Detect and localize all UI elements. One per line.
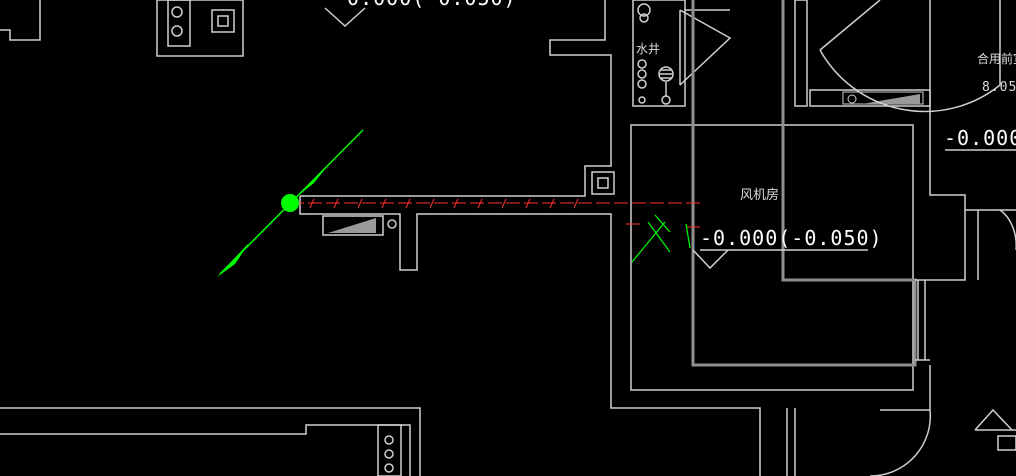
- label-elevation-right: -0.000: [944, 126, 1016, 150]
- elevation-marker-top: [324, 7, 366, 28]
- label-fan-room: 风机房: [740, 188, 780, 203]
- door-swing-shaft: [679, 9, 732, 86]
- elevation-marker-right: [945, 149, 1016, 451]
- window-symbol-right: [842, 91, 924, 105]
- break-line-symbol: [631, 214, 691, 263]
- label-elevation-top: -0.000(-0.050): [334, 0, 517, 10]
- selection-grip[interactable]: [217, 129, 364, 277]
- fan-room-outline: [630, 0, 931, 391]
- label-water-shaft: 水井: [636, 42, 661, 56]
- water-shaft: [632, 0, 686, 107]
- dimension-line: [290, 198, 700, 228]
- label-level-small: 8.05: [982, 80, 1016, 95]
- door-arc-top-right: [819, 0, 1001, 113]
- bottom-left-walls: [0, 407, 421, 476]
- main-wall-outline: [299, 0, 761, 476]
- window-symbol-left: [322, 215, 384, 236]
- label-elevation-main: -0.000(-0.050): [700, 226, 883, 250]
- fixture-box-top-left: [156, 0, 244, 57]
- top-left-wall: [0, 0, 41, 41]
- label-shared-front-room: 合用前室: [977, 52, 1016, 66]
- grip-point-icon: [281, 194, 299, 212]
- fan-room-gray-walls: [691, 0, 917, 367]
- right-side-walls: [786, 0, 1016, 476]
- elevation-marker-main: [692, 249, 868, 270]
